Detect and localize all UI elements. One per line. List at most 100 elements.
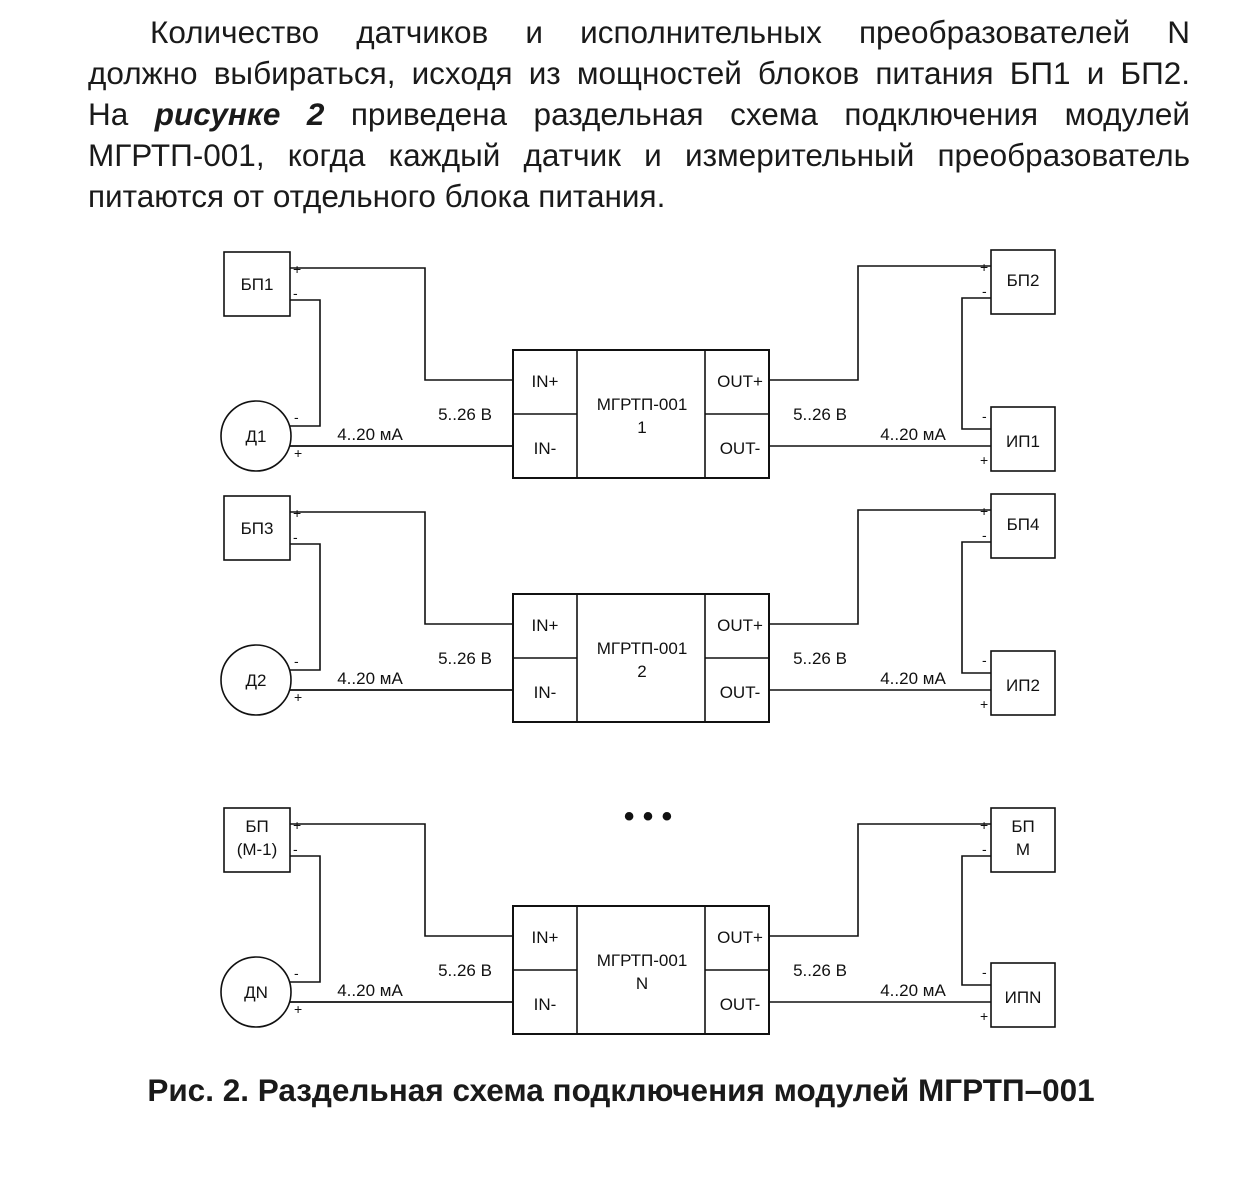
group-1-wire-psu-plus-to-in-plus	[290, 267, 513, 381]
paragraph-line-2: должно выбираться, исходя из мощностей б…	[88, 55, 1190, 91]
group-1-module-out-plus: OUT+	[717, 372, 763, 391]
group-3-right-psu-label-2: М	[1016, 840, 1030, 859]
paragraph-line-4: МГРТП-001, когда каждый датчик и измерит…	[88, 137, 1190, 173]
paragraph-line-3: На рисунке 2 приведена раздельная схема …	[88, 94, 1190, 135]
group-3-converter-box	[990, 962, 1056, 1028]
group-3-module-out-minus: OUT-	[720, 995, 761, 1014]
group-3-right-current: 4..20 мА	[880, 981, 946, 1000]
group-3-left-psu-minus: -	[293, 841, 298, 857]
group-2-left-psu-minus: -	[293, 529, 298, 545]
group-1-sensor-minus: -	[294, 409, 299, 425]
group-3-module-index: N	[636, 974, 648, 993]
group-3-sensor-label: ДN	[244, 983, 268, 1002]
intro-paragraph: Количество датчиков и исполнительных пре…	[88, 12, 1190, 217]
group-3-left-psu-box	[223, 807, 291, 873]
group-2-module-name: МГРТП-001	[597, 639, 688, 658]
group-2-module-in-plus: IN+	[532, 616, 559, 635]
group-1-module-in-minus: IN-	[534, 439, 557, 458]
group-2-left-current: 4..20 мА	[337, 669, 403, 688]
group-2-converter-minus: -	[982, 652, 987, 668]
group-2-sensor-plus: +	[294, 689, 302, 705]
group-1-converter-minus: -	[982, 408, 987, 424]
group-3-wire-psu-minus-to-converter	[961, 855, 991, 986]
group-2-wire-out-plus-to-psu	[769, 509, 991, 625]
group-2-wire-psu-plus-to-in-plus	[290, 511, 513, 625]
group-1-right-psu-label: БП2	[1007, 271, 1040, 290]
group-2-left-psu-box	[223, 495, 291, 561]
group-1-wire-out-plus-to-psu	[769, 265, 991, 381]
group-3-right-psu-box	[990, 807, 1056, 873]
group-1-wire-psu-minus-to-sensor	[290, 299, 321, 427]
group-1-right-voltage: 5..26 В	[793, 405, 847, 424]
paragraph-line-3-start: На	[88, 96, 155, 132]
group-2-module-out-minus: OUT-	[720, 683, 761, 702]
group-1-module-index: 1	[637, 418, 646, 437]
group-2-converter-label: ИП2	[1006, 676, 1040, 695]
group-3-converter-label: ИПN	[1005, 988, 1042, 1007]
group-1-module-name: МГРТП-001	[597, 395, 688, 414]
group-2-right-psu-plus: +	[980, 503, 988, 519]
group-3-right-psu-minus: -	[982, 841, 987, 857]
group-2-right-psu-label: БП4	[1007, 515, 1040, 534]
group-2-module-in-minus: IN-	[534, 683, 557, 702]
group-3-wire-psu-minus-to-sensor	[290, 855, 321, 983]
group-2-module-index: 2	[637, 662, 646, 681]
group-3-sensor-circle	[220, 956, 292, 1028]
group-1-wire-psu-minus-to-converter	[961, 297, 991, 430]
group-3-module-name: МГРТП-001	[597, 951, 688, 970]
paragraph-line-1: Количество датчиков и исполнительных пре…	[150, 14, 1190, 50]
group-1-left-psu-box	[223, 251, 291, 317]
group-2-right-psu-box	[990, 493, 1056, 559]
group-2-wire-psu-minus-to-converter	[961, 541, 991, 674]
group-1-sensor-label: Д1	[246, 427, 267, 446]
group-1-left-psu-minus: -	[293, 285, 298, 301]
figure-caption: Рис. 2. Раздельная схема подключения мод…	[147, 1072, 1095, 1108]
group-3-converter-minus: -	[982, 964, 987, 980]
group-3-right-psu-plus: +	[980, 817, 988, 833]
group-2-wire-psu-minus-to-sensor	[290, 543, 321, 671]
group-1-sensor-plus: +	[294, 445, 302, 461]
group-3-sensor-minus: -	[294, 965, 299, 981]
group-3-left-psu-label-2: (М-1)	[237, 840, 278, 859]
group-3-module-in-minus: IN-	[534, 995, 557, 1014]
group-2-right-psu-minus: -	[982, 527, 987, 543]
group-1-right-psu-plus: +	[980, 259, 988, 275]
group-1-right-psu-minus: -	[982, 283, 987, 299]
group-3-sensor-plus: +	[294, 1001, 302, 1017]
group-1-converter-label: ИП1	[1006, 432, 1040, 451]
group-1-sensor-circle	[220, 400, 292, 472]
figure-reference: рисунке 2	[154, 96, 325, 132]
group-2-sensor-label: Д2	[246, 671, 267, 690]
group-2-sensor-circle	[220, 644, 292, 716]
group-3-left-psu-plus: +	[293, 817, 301, 833]
group-1-converter-box	[990, 406, 1056, 472]
group-3-wire-psu-plus-to-in-plus	[290, 823, 513, 937]
group-1-right-current: 4..20 мА	[880, 425, 946, 444]
group-3-right-psu-label: БП	[1011, 817, 1034, 836]
group-3-wire-out-plus-to-psu	[769, 823, 991, 937]
group-1-left-current: 4..20 мА	[337, 425, 403, 444]
group-2-left-voltage: 5..26 В	[438, 649, 492, 668]
group-3-converter-plus: +	[980, 1008, 988, 1024]
group-2-left-psu-label: БП3	[241, 519, 274, 538]
group-2-right-voltage: 5..26 В	[793, 649, 847, 668]
group-3-left-psu-label: БП	[245, 817, 268, 836]
group-1-module-out-minus: OUT-	[720, 439, 761, 458]
paragraph-line-5: питаются от отдельного блока питания.	[88, 178, 666, 214]
group-3-module-in-plus: IN+	[532, 928, 559, 947]
group-2-right-current: 4..20 мА	[880, 669, 946, 688]
ellipsis-dots: • • •	[624, 800, 672, 833]
group-1-left-psu-plus: +	[293, 261, 301, 277]
group-1-left-psu-label: БП1	[241, 275, 274, 294]
group-2-sensor-minus: -	[294, 653, 299, 669]
group-2-left-psu-plus: +	[293, 505, 301, 521]
group-3-left-voltage: 5..26 В	[438, 961, 492, 980]
group-1-left-voltage: 5..26 В	[438, 405, 492, 424]
group-3-module-out-plus: OUT+	[717, 928, 763, 947]
group-1-right-psu-box	[990, 249, 1056, 315]
group-2-converter-plus: +	[980, 696, 988, 712]
group-1-module-in-plus: IN+	[532, 372, 559, 391]
group-2-module-out-plus: OUT+	[717, 616, 763, 635]
